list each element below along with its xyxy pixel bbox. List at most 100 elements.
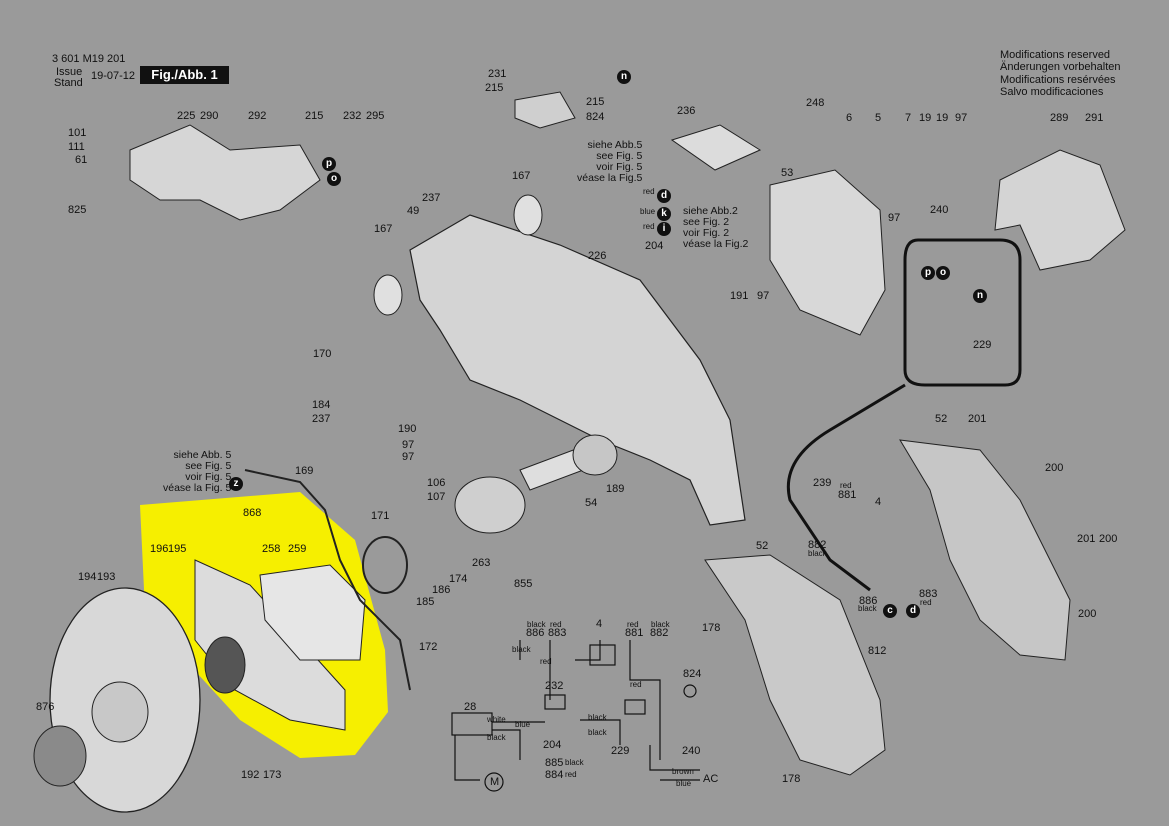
part-97-a: 97	[955, 112, 968, 124]
issue-date: 19-07-12	[91, 70, 136, 82]
part-886: 886	[859, 595, 878, 607]
part-49: 49	[407, 205, 420, 217]
part-167-a: 167	[512, 170, 531, 182]
part-53: 53	[781, 167, 794, 179]
schem-240: 240	[682, 745, 701, 757]
schem-884: 884	[545, 769, 564, 781]
gear-54	[572, 434, 618, 476]
part-6: 6	[846, 112, 853, 124]
part-291: 291	[1085, 112, 1104, 124]
part-107: 107	[427, 491, 446, 503]
part-215-c: 215	[305, 110, 324, 122]
part-106: 106	[427, 477, 446, 489]
part-54: 54	[585, 497, 598, 509]
doc-number: 3 601 M19 201	[52, 53, 126, 65]
part-201-b: 201	[1077, 533, 1096, 545]
wire-black-s886: black	[527, 620, 546, 629]
wire-black-886: black	[858, 604, 877, 613]
wire-red-883: red	[920, 598, 932, 607]
part-812: 812	[868, 645, 887, 657]
figure-label: Fig./Abb. 1	[140, 66, 229, 84]
connector-z: z	[229, 477, 243, 491]
schem-882: 882	[650, 627, 669, 639]
wire-red-i: red	[643, 222, 655, 231]
connector-i: i	[657, 222, 671, 236]
part-97-c: 97	[757, 290, 770, 302]
part-61: 61	[75, 154, 88, 166]
part-4: 4	[875, 496, 882, 508]
part-215-b: 215	[586, 96, 605, 108]
handle-shell-289	[994, 149, 1126, 271]
part-200-b: 200	[1099, 533, 1118, 545]
part-111: 111	[68, 141, 85, 153]
part-178-a: 178	[702, 622, 721, 634]
wire-red-s883: red	[550, 620, 562, 629]
connector-n-top: n	[617, 70, 631, 84]
part-248: 248	[806, 97, 825, 109]
wire-white: white	[487, 715, 506, 724]
part-226: 226	[588, 250, 607, 262]
wire-black-s882: black	[651, 620, 670, 629]
part-868: 868	[243, 507, 262, 519]
schem-886: 886	[526, 627, 545, 639]
schem-28: 28	[464, 701, 477, 713]
wire-black-c: black	[588, 728, 607, 737]
blade-flange	[91, 681, 149, 743]
mod-line-en: Modifications reserved	[1000, 49, 1111, 61]
cable-loop	[903, 238, 1022, 387]
part-292: 292	[248, 110, 267, 122]
part-184: 184	[312, 399, 331, 411]
part-824: 824	[586, 111, 605, 123]
part-97-b: 97	[888, 212, 901, 224]
part-101: 101	[68, 127, 87, 139]
wire-black-a: black	[512, 645, 531, 654]
part-237-b: 237	[312, 413, 331, 425]
schem-232: 232	[545, 680, 564, 692]
part-52-a: 52	[935, 413, 948, 425]
wire-black-882: black	[808, 549, 827, 558]
wire-red-s881: red	[627, 620, 639, 629]
connector-d: d	[657, 189, 671, 203]
part-237-a: 237	[422, 192, 441, 204]
part-185: 185	[416, 596, 435, 608]
part-225: 225	[177, 110, 196, 122]
washer-167a	[513, 194, 543, 236]
part-236: 236	[677, 105, 696, 117]
bearing-holder	[454, 476, 526, 534]
part-193: 193	[97, 571, 116, 583]
wire-blue-k: blue	[640, 207, 656, 216]
schem-204: 204	[543, 739, 562, 751]
see-fig5-note-left: siehe Abb. 5 see Fig. 5 voir Fig. 5 véas…	[163, 449, 232, 494]
ac-label: AC	[703, 773, 719, 785]
part-240: 240	[930, 204, 949, 216]
wire-blue-b: blue	[676, 779, 692, 788]
schem-824: 824	[683, 668, 702, 680]
part-169: 169	[295, 465, 314, 477]
wire-black-885: black	[565, 758, 584, 767]
part-855: 855	[514, 578, 533, 590]
part-258: 258	[262, 543, 281, 555]
part-200-c: 200	[1078, 608, 1097, 620]
part-19-a: 19	[919, 112, 932, 124]
part-173: 173	[263, 769, 282, 781]
part-232: 232	[343, 110, 362, 122]
top-cover	[129, 124, 321, 221]
wire-red-d: red	[643, 187, 655, 196]
part-189: 189	[606, 483, 625, 495]
part-5: 5	[875, 112, 882, 124]
connector-n-right: n	[973, 289, 987, 303]
mod-line-fr: Modifications resérvées	[1000, 73, 1116, 86]
part-191: 191	[730, 290, 749, 302]
part-204: 204	[645, 240, 664, 252]
grip-right	[899, 439, 1071, 661]
mod-line-de: Änderungen vorbehalten	[1000, 61, 1121, 74]
connector-p-top: p	[322, 157, 336, 171]
part-229: 229	[973, 339, 992, 351]
part-190: 190	[398, 423, 417, 435]
connector-p-right: p	[921, 266, 935, 280]
part-882: 882	[808, 539, 827, 551]
part-263: 263	[472, 557, 491, 569]
part-52-b: 52	[756, 540, 769, 552]
part-97-e: 97	[402, 451, 415, 463]
issue-label: Issue	[56, 66, 83, 78]
